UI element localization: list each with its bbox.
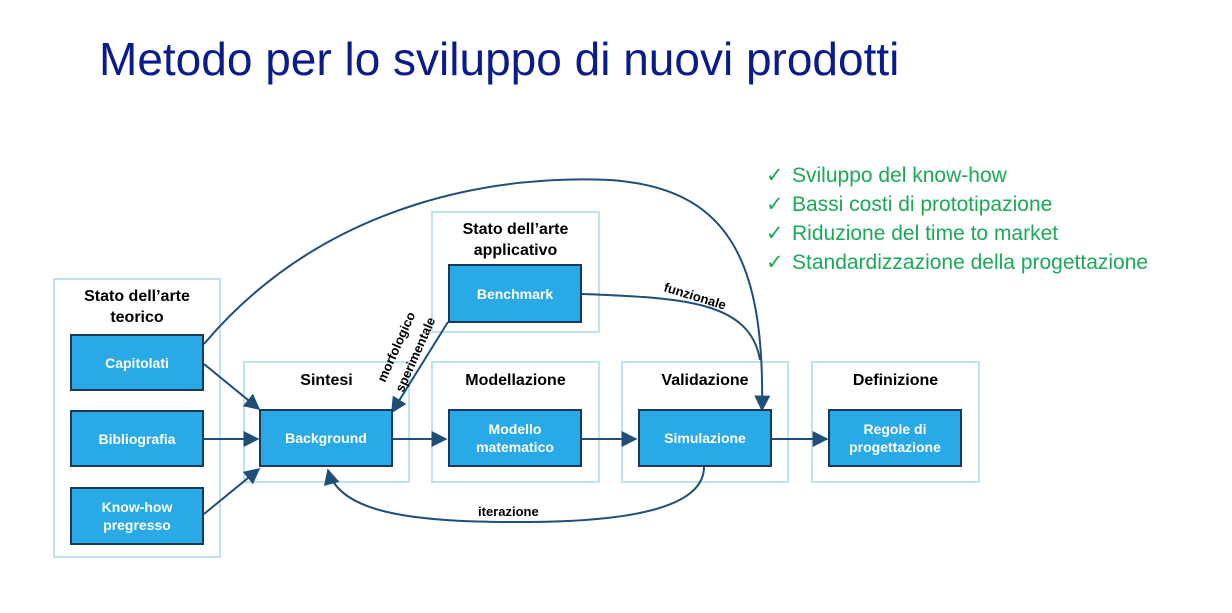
- box-capitolati: Capitolati: [70, 334, 204, 391]
- arrow-knowhow-background: [203, 467, 261, 515]
- box-know-how-pregresso: Know-how pregresso: [70, 487, 204, 545]
- benefit-item: ✓ Riduzione del time to market: [766, 219, 1148, 248]
- check-icon: ✓: [766, 222, 784, 245]
- arrow-iterazione-loop: [324, 466, 705, 524]
- box-bibliografia: Bibliografia: [70, 410, 204, 467]
- benefit-item: ✓ Bassi costi di prototipazione: [766, 190, 1148, 219]
- arrow-capitolati-simulazione-curve: [203, 178, 771, 412]
- benefit-item: ✓ Sviluppo del know-how: [766, 161, 1148, 190]
- box-simulazione: Simulazione: [638, 409, 772, 467]
- label-funzionale: funzionale: [662, 280, 728, 313]
- box-background: Background: [259, 409, 393, 467]
- box-benchmark: Benchmark: [448, 264, 582, 323]
- box-modello-matematico: Modello matematico: [448, 409, 582, 467]
- panel-title-teorico: Stato dell’arte teorico: [84, 288, 190, 326]
- arrow-benchmark-background: [391, 321, 449, 414]
- benefit-text: Riduzione del time to market: [792, 222, 1059, 245]
- benefit-text: Standardizzazione della progettazione: [792, 251, 1149, 274]
- label-iterazione: iterazione: [478, 504, 539, 519]
- benefit-text: Bassi costi di prototipazione: [792, 193, 1053, 216]
- check-icon: ✓: [766, 251, 784, 274]
- benefits-list: ✓ Sviluppo del know-how ✓ Bassi costi di p…: [766, 161, 1148, 277]
- box-regole-di-progettazione: Regole di progettazione: [828, 409, 962, 467]
- benefit-item: ✓ Standardizzazione della progettazione: [766, 248, 1148, 277]
- check-icon: ✓: [766, 164, 784, 187]
- arrow-capitolati-background: [203, 363, 261, 411]
- panel-title-validazione: Validazione: [661, 372, 749, 389]
- panel-title-sintesi: Sintesi: [300, 372, 353, 389]
- benefit-text: Sviluppo del know-how: [792, 164, 1007, 187]
- check-icon: ✓: [766, 193, 784, 216]
- arrow-benchmark-simulazione-funzionale: [581, 293, 761, 361]
- panel-title-applicativo: Stato dell’arte applicativo: [462, 221, 569, 259]
- slide-title: Metodo per lo sviluppo di nuovi prodotti: [99, 33, 900, 85]
- panel-title-modellazione: Modellazione: [465, 372, 566, 389]
- panel-title-definizione: Definizione: [852, 372, 939, 389]
